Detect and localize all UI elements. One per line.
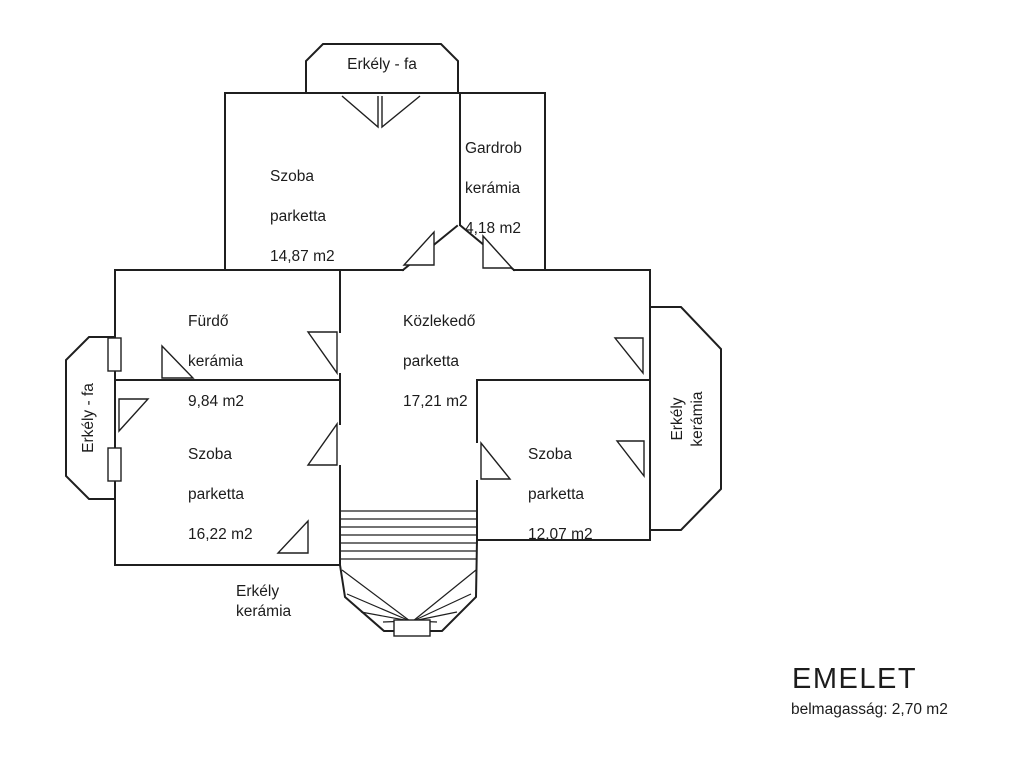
stair-winder	[412, 569, 477, 622]
balcony-right-label: Erkély kerámia	[669, 391, 706, 447]
room-name: Szoba	[188, 446, 232, 463]
room-label-szoba-left: Szoba parketta 16,22 m2	[188, 425, 253, 565]
room-name: Szoba	[528, 446, 572, 463]
door-right-balcony-swing	[613, 337, 644, 375]
room-name: Fürdő	[188, 313, 229, 330]
window-top-casement-left	[341, 95, 379, 129]
door-szoba-left-balcony-swing	[118, 398, 150, 433]
room-material: parketta	[403, 353, 460, 370]
room-area: 16,22 m2	[188, 526, 253, 543]
room-area: 14,87 m2	[270, 248, 335, 265]
balcony-left-outline	[65, 336, 116, 500]
window-top-casement-right	[381, 95, 421, 129]
door-furdo-balcony-swing	[161, 344, 195, 379]
doors	[118, 230, 645, 554]
stair-winder	[341, 569, 411, 622]
door-bottom-balcony-swing	[276, 519, 309, 554]
stair-winder	[346, 593, 411, 622]
balcony-bottom-label: Erkély kerámia	[236, 583, 292, 620]
room-name: Gardrob	[465, 140, 522, 157]
room-label-gardrob: Gardrob kerámia 4,18 m2	[465, 119, 522, 259]
room-area: 17,21 m2	[403, 393, 468, 410]
door-szoba-top-swing	[402, 230, 435, 266]
room-material: kerámia	[465, 180, 521, 197]
window-left-upper	[107, 337, 122, 372]
room-name: Közlekedő	[403, 313, 476, 330]
room-label-szoba-right: Szoba parketta 12,07 m2	[528, 425, 593, 565]
balcony-top-outline	[305, 43, 459, 94]
door-furdo-swing	[306, 331, 338, 376]
window-left-lower	[107, 447, 122, 482]
room-area: 4,18 m2	[465, 220, 522, 237]
staircase	[341, 510, 477, 637]
room-label-kozlekedo: Közlekedő parketta 17,21 m2	[403, 292, 475, 432]
plan-subtitle: belmagasság: 2,70 m2	[791, 701, 948, 718]
room-name: Szoba	[270, 168, 314, 185]
room-material: parketta	[188, 486, 245, 503]
door-szoba-right-swing	[480, 441, 512, 480]
walls	[65, 43, 722, 632]
room-area: 9,84 m2	[188, 393, 245, 410]
room-material: parketta	[270, 208, 327, 225]
door-szoba-right-balcony-swing	[615, 440, 645, 479]
balcony-right-outline	[649, 306, 722, 531]
balcony-top-label: Erkély - fa	[347, 56, 417, 73]
room-label-szoba-top: Szoba parketta 14,87 m2	[270, 147, 335, 287]
balcony-left-label: Erkély - fa	[80, 383, 97, 453]
room-area: 12,07 m2	[528, 526, 593, 543]
room-label-furdo: Fürdő kerámia 9,84 m2	[188, 292, 244, 432]
stair-landing	[393, 619, 431, 637]
upper-block-outline	[224, 92, 546, 271]
stair-winder	[412, 593, 472, 622]
room-material: parketta	[528, 486, 585, 503]
door-gardrob-swing	[482, 234, 514, 269]
windows	[107, 95, 421, 482]
room-material: kerámia	[188, 353, 244, 370]
door-szoba-left-swing	[306, 421, 338, 466]
plan-title: EMELET	[792, 663, 918, 695]
